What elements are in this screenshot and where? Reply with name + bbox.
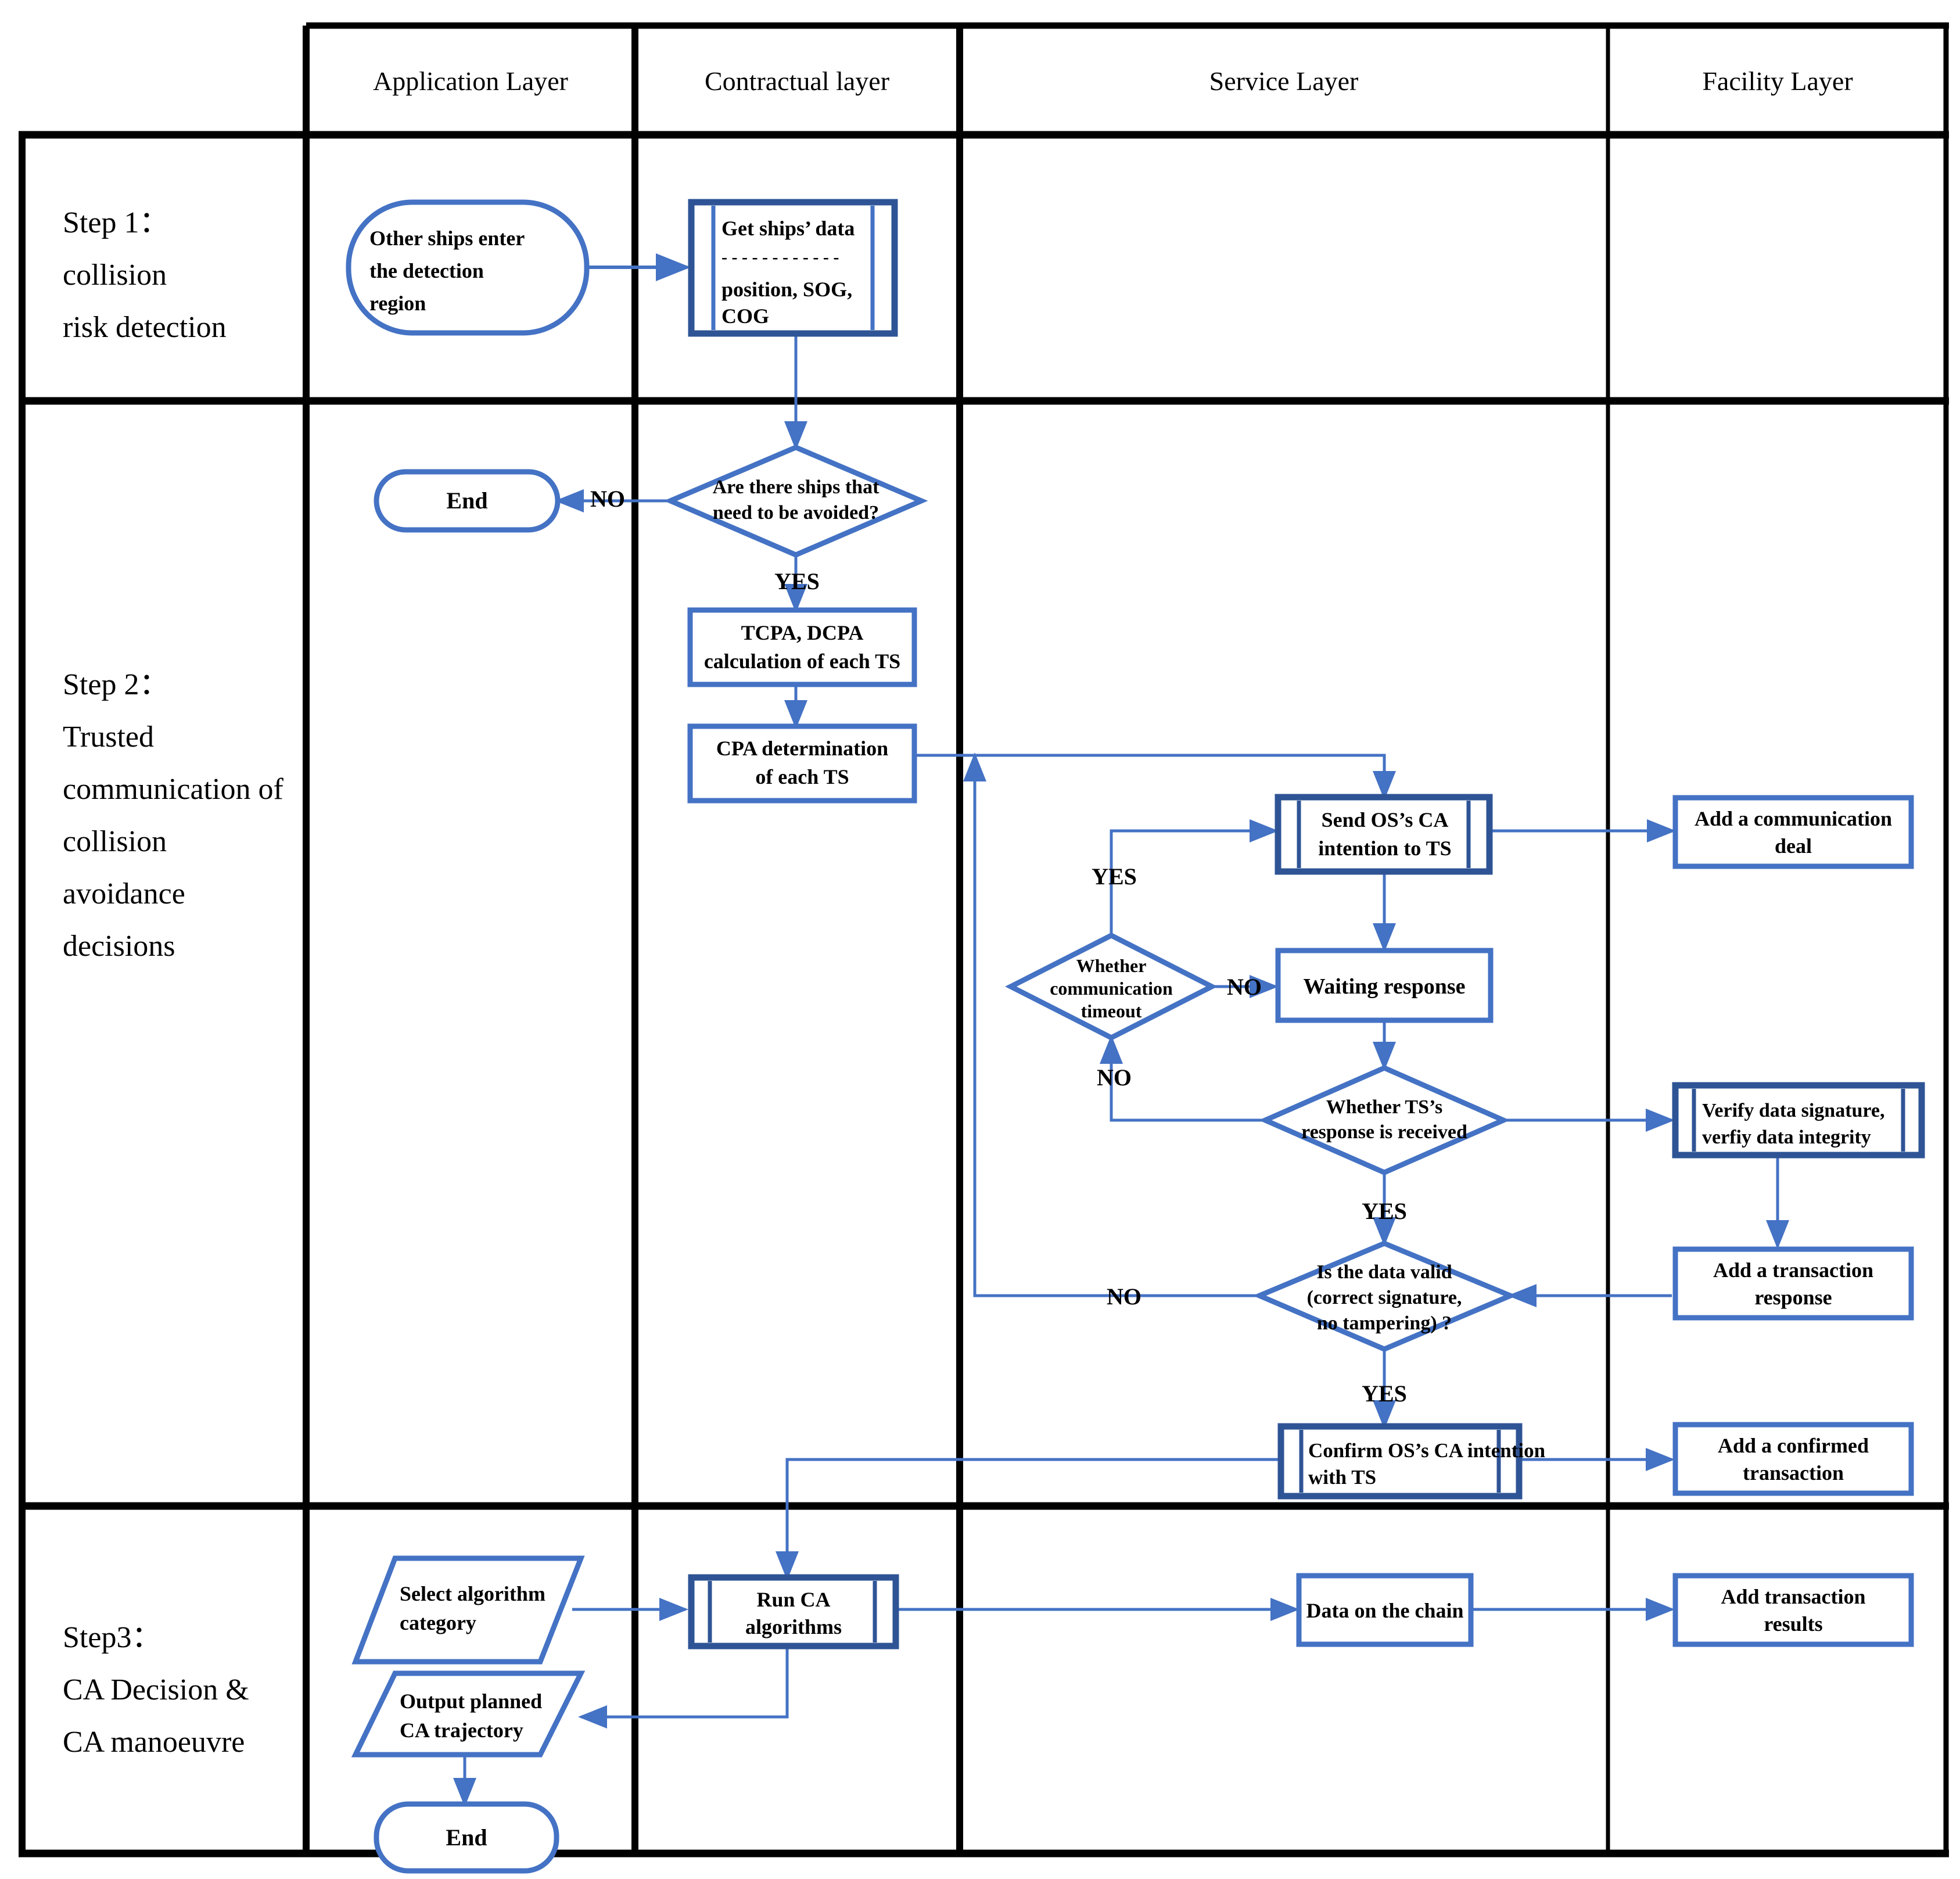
add-tx-results-line-1: results bbox=[1764, 1612, 1822, 1636]
node-waiting-response[interactable]: Waiting response bbox=[1275, 948, 1494, 1023]
column-headers: Application Layer Contractual layer Serv… bbox=[373, 66, 1853, 96]
step1-line-0: Step 1： bbox=[63, 206, 169, 239]
header-contractual-layer: Contractual layer bbox=[705, 66, 889, 96]
node-add-transaction-response[interactable]: Add a transaction response bbox=[1672, 1246, 1914, 1321]
select-alg-line-1: category bbox=[400, 1611, 476, 1634]
get-ships-line-2: position, SOG, bbox=[721, 278, 852, 301]
output-traj-line-1: CA trajectory bbox=[400, 1719, 523, 1742]
edge-label-yes-valid: YES bbox=[1362, 1198, 1407, 1224]
end-step3-label: End bbox=[446, 1824, 487, 1851]
add-confirmed-line-1: transaction bbox=[1743, 1461, 1844, 1484]
other-ships-line-2: region bbox=[369, 292, 426, 315]
step-label-1: Step 1： collision risk detection bbox=[63, 206, 227, 344]
output-traj-line-0: Output planned bbox=[400, 1690, 542, 1713]
step1-line-1: collision bbox=[63, 259, 167, 292]
node-end-step1[interactable]: End bbox=[374, 469, 561, 533]
verify-line-1: verfiy data integrity bbox=[1702, 1127, 1871, 1148]
send-os-line-1: intention to TS bbox=[1318, 837, 1451, 860]
run-ca-line-1: algorithms bbox=[745, 1615, 842, 1638]
timeout-line-0: Whether bbox=[1076, 955, 1147, 976]
data-chain-label: Data on the chain bbox=[1306, 1599, 1463, 1622]
other-ships-line-1: the detection bbox=[369, 259, 484, 282]
verify-line-0: Verify data signature, bbox=[1702, 1100, 1885, 1121]
node-is-data-valid-decision[interactable]: Is the data valid (correct signature, no… bbox=[1252, 1240, 1517, 1352]
ships-avoid-line-1: need to be avoided? bbox=[713, 502, 879, 523]
header-service-layer: Service Layer bbox=[1209, 66, 1359, 96]
node-end-step3[interactable]: End bbox=[374, 1801, 559, 1874]
tcpa-line-1: calculation of each TS bbox=[704, 650, 900, 673]
node-add-communication-deal[interactable]: Add a communication deal bbox=[1672, 795, 1914, 869]
step2-line-4: avoidance bbox=[63, 877, 185, 910]
node-get-ships-data[interactable]: Get ships’ data - - - - - - - - - - - - … bbox=[688, 199, 898, 337]
node-add-transaction-results[interactable]: Add transaction results bbox=[1672, 1573, 1914, 1647]
node-select-algorithm-category[interactable]: Select algorithm category bbox=[351, 1555, 585, 1665]
node-other-ships-enter[interactable]: Other ships enter the detection region bbox=[346, 199, 590, 336]
data-valid-line-2: no tampering) ? bbox=[1317, 1313, 1452, 1334]
select-alg-line-0: Select algorithm bbox=[400, 1582, 545, 1605]
node-send-os-ca-intention[interactable]: Send OS’s CA intention to TS bbox=[1275, 794, 1493, 875]
step1-line-2: risk detection bbox=[63, 311, 227, 344]
step2-line-5: decisions bbox=[63, 930, 175, 963]
add-tx-resp-line-1: response bbox=[1754, 1286, 1832, 1309]
step3-line-0: Step3： bbox=[63, 1621, 161, 1654]
edge-label-yes-tcpa: YES bbox=[774, 568, 820, 594]
get-ships-line-1: - - - - - - - - - - - - bbox=[721, 248, 839, 267]
node-cpa-determination[interactable]: CPA determination of each TS bbox=[687, 723, 917, 804]
node-ships-to-avoid-decision[interactable]: Are there ships that need to be avoided? bbox=[663, 444, 928, 558]
node-confirm-os-ca-intention[interactable]: Confirm OS’s CA intention with TS bbox=[1277, 1423, 1545, 1500]
step-label-3: Step3： CA Decision & CA manoeuvre bbox=[63, 1621, 249, 1759]
edge-label-no-waiting: NO bbox=[1227, 974, 1262, 1000]
edge-label-no-timeout-back: NO bbox=[1097, 1064, 1132, 1091]
step-label-2: Step 2： Trusted communication of collisi… bbox=[63, 668, 283, 963]
node-data-on-the-chain[interactable]: Data on the chain bbox=[1296, 1573, 1474, 1647]
ts-response-line-1: response is received bbox=[1301, 1121, 1467, 1143]
add-comm-line-1: deal bbox=[1775, 834, 1812, 858]
edge-label-no-valid: NO bbox=[1107, 1283, 1141, 1310]
get-ships-line-0: Get ships’ data bbox=[721, 217, 855, 240]
node-output-planned-ca-trajectory[interactable]: Output planned CA trajectory bbox=[351, 1670, 586, 1758]
run-ca-line-0: Run CA bbox=[756, 1588, 830, 1611]
edge-labels: NO YES YES NO NO YES NO YES bbox=[590, 486, 1407, 1407]
send-os-line-0: Send OS’s CA bbox=[1322, 808, 1449, 831]
node-tcpa-dcpa[interactable]: TCPA, DCPA calculation of each TS bbox=[687, 607, 917, 687]
header-application-layer: Application Layer bbox=[373, 66, 568, 96]
step2-line-0: Step 2： bbox=[63, 668, 169, 701]
header-facility-layer: Facility Layer bbox=[1702, 66, 1853, 96]
tcpa-line-0: TCPA, DCPA bbox=[741, 621, 864, 644]
timeout-line-1: communication bbox=[1050, 978, 1173, 999]
add-tx-results-line-0: Add transaction bbox=[1721, 1585, 1865, 1608]
data-valid-line-0: Is the data valid bbox=[1316, 1261, 1452, 1283]
step3-line-1: CA Decision & bbox=[63, 1673, 249, 1706]
cpa-line-1: of each TS bbox=[755, 765, 849, 788]
edge-label-no-end: NO bbox=[590, 486, 625, 512]
node-ts-response-received-decision[interactable]: Whether TS’s response is received bbox=[1258, 1065, 1510, 1175]
node-run-ca-algorithms[interactable]: Run CA algorithms bbox=[688, 1574, 899, 1649]
swimlane-grid bbox=[19, 22, 1949, 1858]
add-tx-resp-line-0: Add a transaction bbox=[1713, 1258, 1873, 1282]
other-ships-line-0: Other ships enter bbox=[369, 227, 525, 250]
node-communication-timeout-decision[interactable]: Whether communication timeout bbox=[1005, 932, 1218, 1041]
step3-line-2: CA manoeuvre bbox=[63, 1726, 245, 1759]
add-confirmed-line-0: Add a confirmed bbox=[1718, 1434, 1869, 1457]
node-add-confirmed-transaction[interactable]: Add a confirmed transaction bbox=[1672, 1422, 1914, 1496]
add-comm-line-0: Add a communication bbox=[1695, 807, 1892, 830]
connectors bbox=[453, 253, 1789, 1807]
step2-line-2: communication of bbox=[63, 773, 283, 806]
node-verify-data-signature[interactable]: Verify data signature, verfiy data integ… bbox=[1672, 1082, 1925, 1159]
confirm-line-0: Confirm OS’s CA intention bbox=[1308, 1439, 1545, 1462]
timeout-line-2: timeout bbox=[1081, 1001, 1142, 1021]
ships-avoid-line-0: Are there ships that bbox=[713, 476, 880, 498]
data-valid-line-1: (correct signature, bbox=[1307, 1287, 1462, 1308]
confirm-line-1: with TS bbox=[1308, 1466, 1376, 1489]
step2-line-3: collision bbox=[63, 825, 167, 858]
waiting-response-label: Waiting response bbox=[1303, 974, 1465, 999]
get-ships-line-3: COG bbox=[721, 304, 769, 328]
ts-response-line-0: Whether TS’s bbox=[1326, 1096, 1443, 1118]
end-step1-label: End bbox=[446, 487, 487, 514]
step2-line-1: Trusted bbox=[63, 720, 154, 754]
cpa-line-0: CPA determination bbox=[716, 737, 888, 760]
edge-label-yes-timeout: YES bbox=[1092, 863, 1137, 890]
edge-label-yes-confirm: YES bbox=[1362, 1380, 1407, 1407]
